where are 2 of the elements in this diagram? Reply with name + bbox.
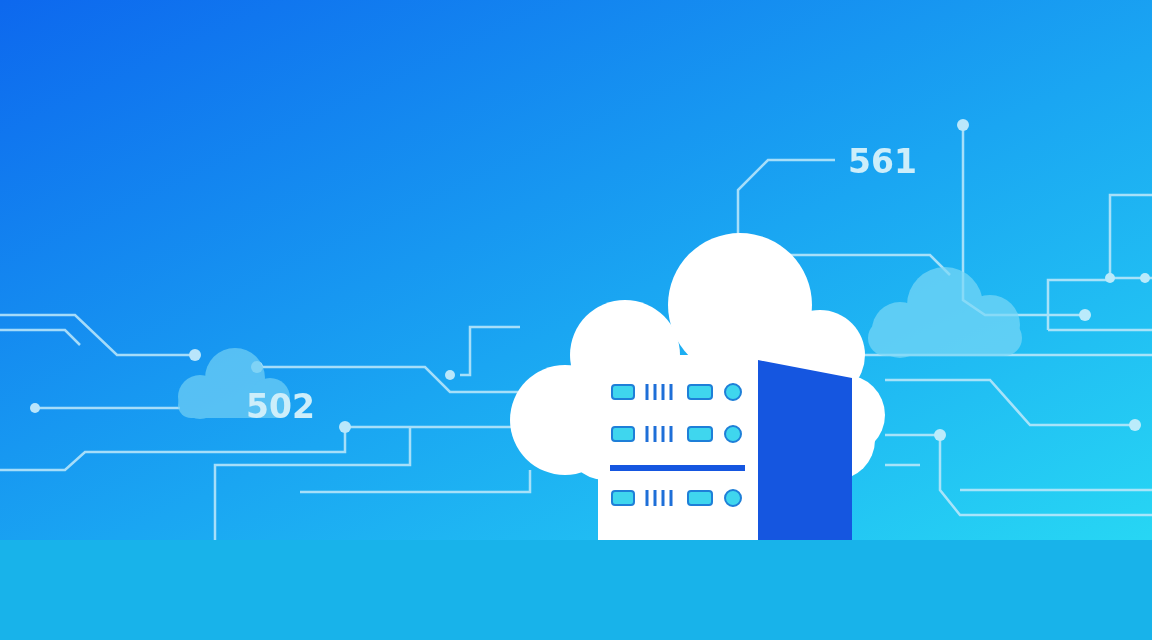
number-label: 561 — [848, 145, 917, 178]
number-label: 502 — [246, 390, 315, 423]
